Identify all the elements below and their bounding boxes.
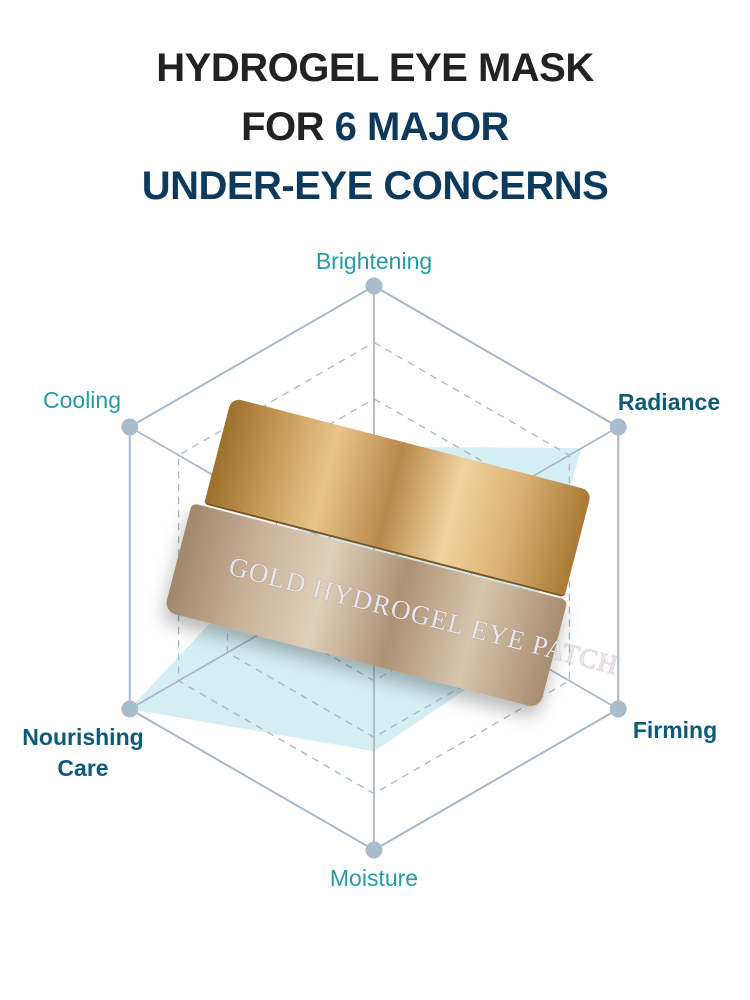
radar-vertices: [121, 277, 627, 859]
vertex-dot: [121, 418, 139, 436]
axis-label-brightening: Brightening: [315, 248, 433, 274]
nourishing-line-1: Nourishing: [22, 724, 144, 750]
title-line-2: FOR 6 MAJOR: [0, 97, 750, 157]
vertex-dot: [609, 700, 627, 718]
title-line-1: HYDROGEL EYE MASK: [156, 46, 594, 90]
vertex-dot: [609, 418, 627, 436]
vertex-dot: [365, 841, 383, 859]
axis-label-radiance: Radiance: [617, 389, 721, 415]
axis-label-firming: Firming: [632, 717, 718, 743]
nourishing-line-2: Care: [57, 755, 109, 781]
title-line-3: UNDER-EYE CONCERNS: [141, 164, 609, 208]
axis-label-cooling: Cooling: [43, 387, 121, 413]
title-line-2-prefix: FOR: [241, 105, 324, 149]
title-line-2-accent: 6 MAJOR: [334, 105, 510, 149]
vertex-dot: [121, 700, 139, 718]
vertex-dot: [365, 277, 383, 295]
axis-label-moisture: Moisture: [329, 865, 419, 891]
